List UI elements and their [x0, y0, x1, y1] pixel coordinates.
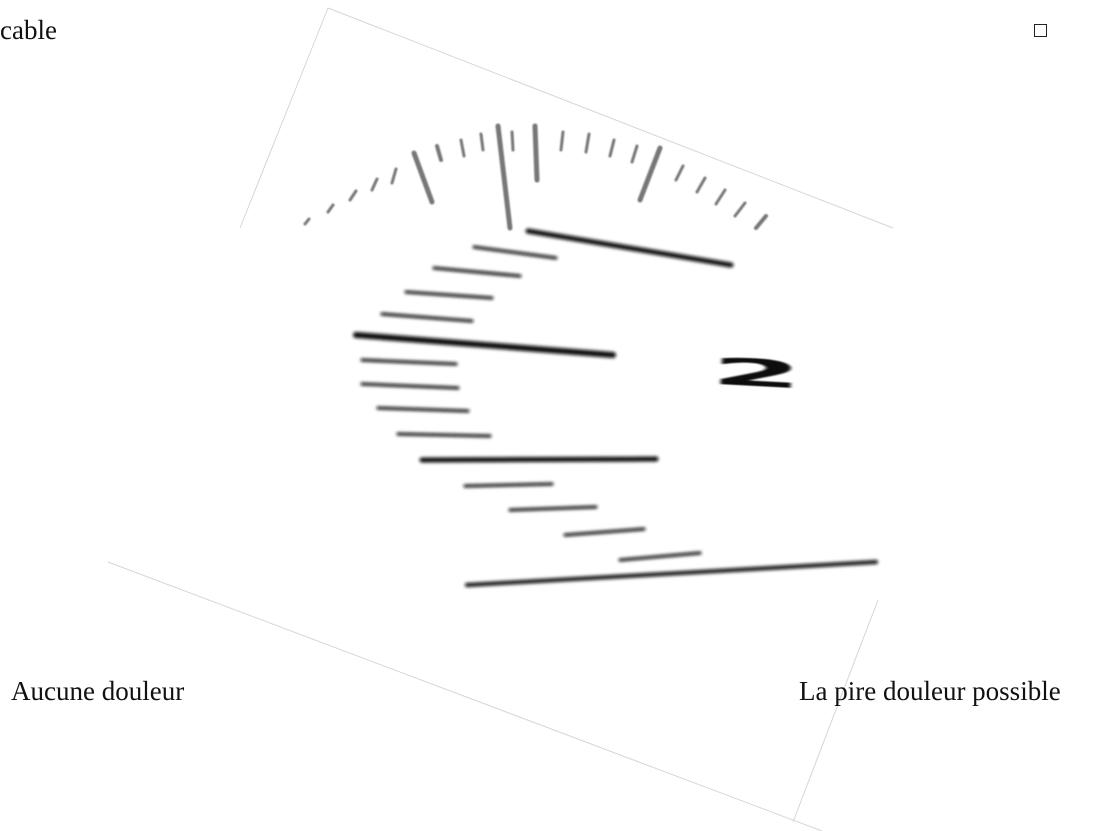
dial-tick	[437, 146, 441, 160]
scale-line	[620, 553, 700, 560]
scale-line	[474, 247, 556, 258]
dial-tick	[372, 179, 377, 190]
page-edge-top	[328, 8, 893, 228]
scale-line	[406, 292, 492, 298]
scale-line-major	[528, 231, 731, 265]
page-edge-top-left	[240, 8, 328, 228]
scale-number: 2	[710, 349, 804, 397]
scale-line-major	[422, 459, 656, 460]
scale-line	[362, 360, 456, 364]
dial-tick	[461, 140, 464, 156]
dial-tick	[481, 134, 483, 150]
dial-tick-major	[414, 153, 432, 202]
label-worst-pain: La pire douleur possible	[799, 678, 1061, 705]
dial-tick	[697, 178, 705, 192]
dial-tick	[328, 205, 333, 212]
dial-tick-center	[498, 126, 510, 228]
dial-tick	[735, 203, 745, 216]
scale-line	[510, 507, 596, 510]
scale-line	[378, 408, 468, 411]
page-edge-bottom	[108, 562, 822, 831]
scale-line	[465, 484, 552, 486]
label-no-pain: Aucune douleur	[11, 678, 184, 705]
scale-line	[382, 314, 472, 321]
lower-scale-lines	[356, 231, 876, 585]
scale-line-major	[467, 562, 876, 585]
scale-line	[565, 529, 644, 535]
dial-tick-major	[640, 148, 660, 200]
scale-line	[434, 268, 520, 276]
upper-dial-ticks	[305, 126, 766, 228]
dial-tick	[586, 134, 589, 152]
dial-tick	[305, 219, 309, 224]
scale-line	[362, 384, 458, 388]
dial-tick	[512, 132, 513, 150]
dial-tick	[676, 166, 683, 180]
page-edge-right	[793, 600, 878, 822]
dial-tick	[350, 191, 356, 200]
dial-tick	[610, 140, 614, 156]
scale-line	[398, 434, 490, 436]
dial-tick	[756, 216, 766, 228]
dial-tick	[716, 190, 725, 204]
dial-tick	[392, 169, 396, 183]
dial-tick	[632, 146, 637, 162]
dial-tick-major	[535, 126, 537, 180]
dial-tick	[561, 132, 563, 150]
scale-line-major	[356, 335, 613, 355]
